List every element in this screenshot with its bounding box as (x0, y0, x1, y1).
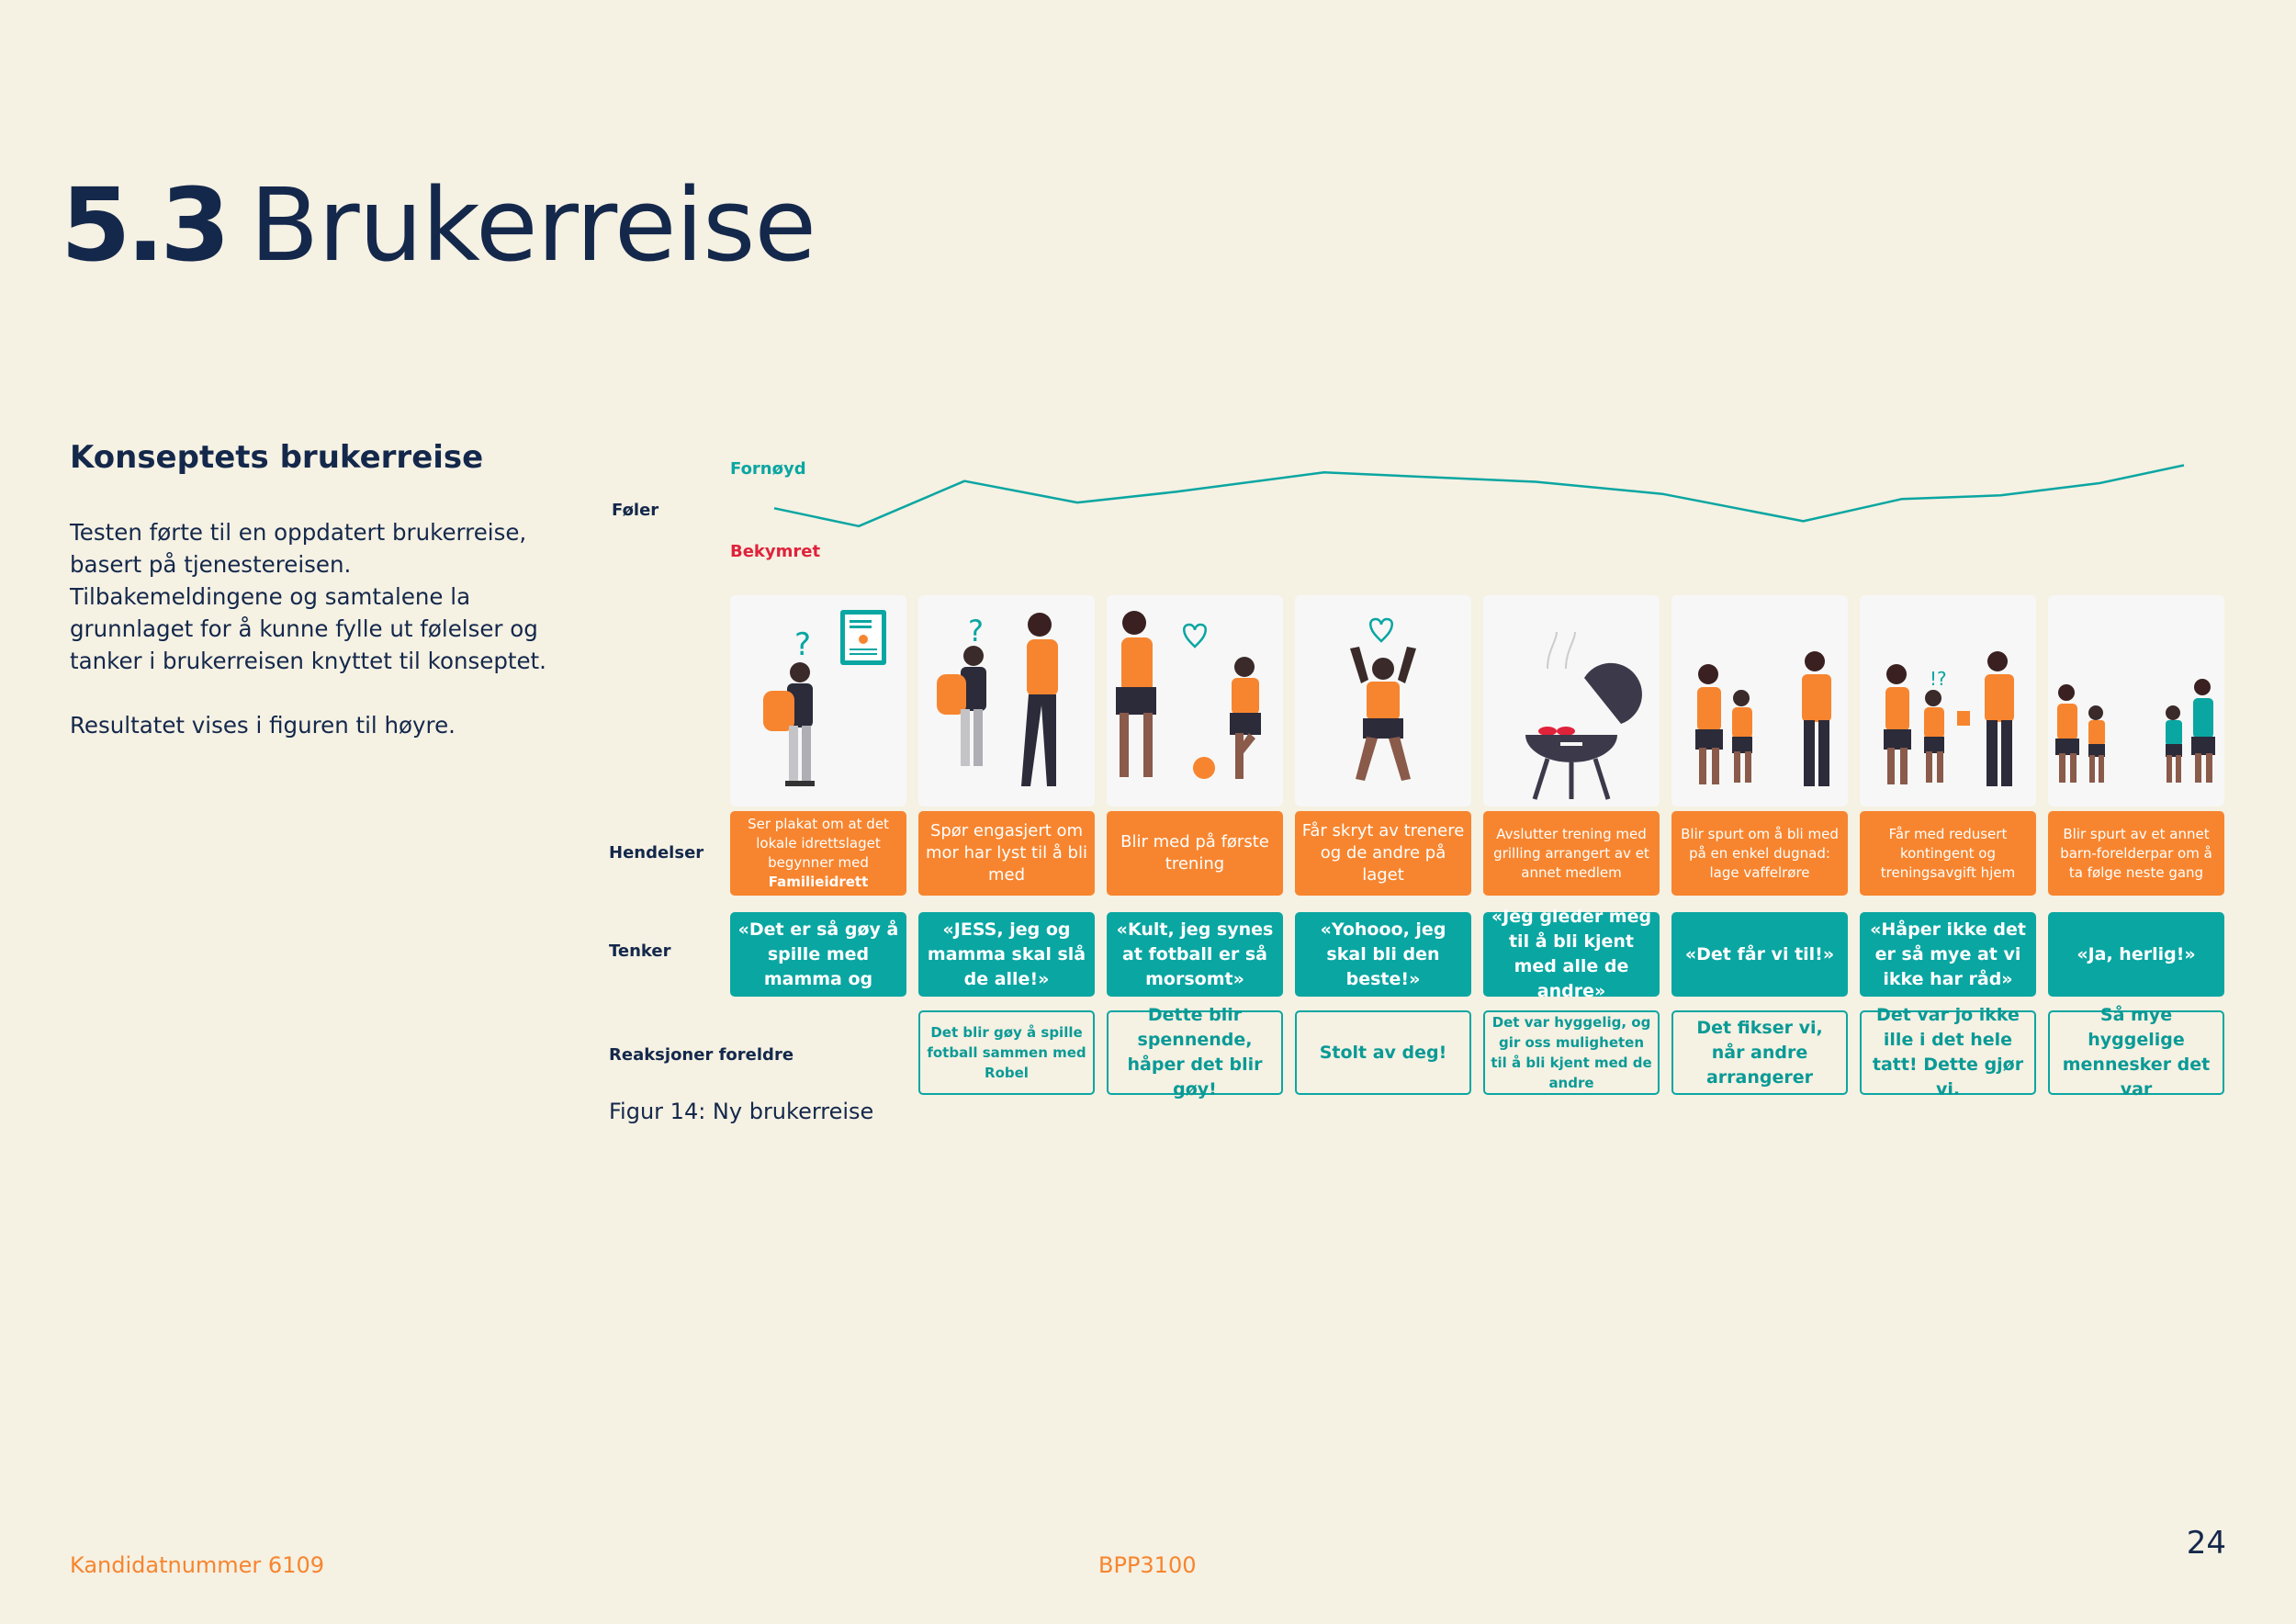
intro-paragraph-2: Resultatet vises i figuren til høyre. (70, 712, 456, 739)
question-mark-icon: ? (794, 626, 811, 663)
mother-icon (1021, 613, 1058, 786)
other-parent-icon (2191, 679, 2215, 783)
event-card-6: Blir spurt om å bli med på en enkel dugn… (1671, 811, 1848, 896)
mother-icon (1695, 664, 1723, 784)
svg-text:!?: !? (1930, 668, 1947, 690)
thought-card-7: «Håper ikke det er så mye at vi ikke har… (1860, 912, 2036, 997)
svg-text:?: ? (794, 626, 811, 663)
illustration-3 (1107, 595, 1283, 806)
thought-card-8: «Ja, herlig!» (2048, 912, 2224, 997)
poster-icon (840, 610, 886, 665)
illustration-6 (1671, 595, 1848, 806)
child-with-ball-icon (1193, 657, 1261, 779)
illustration-2: ? (918, 595, 1095, 806)
event-card-4: Får skryt av trenere og de andre på lage… (1295, 811, 1471, 896)
thought-card-4: «Yohooo, jeg skal bli den beste!» (1295, 912, 1471, 997)
thought-card-6: «Det får vi til!» (1671, 912, 1848, 997)
reaction-card-4: Stolt av deg! (1295, 1010, 1471, 1095)
illustration-7: !? (1860, 595, 2036, 806)
footer-candidate: Kandidatnummer 6109 (70, 1552, 325, 1578)
event-card-5: Avslutter trening med grilling arrangert… (1483, 811, 1660, 896)
thought-card-3: «Kult, jeg synes at fotball er så morsom… (1107, 912, 1283, 997)
page-number: 24 (2186, 1525, 2226, 1562)
event-card-3: Blir med på første trening (1107, 811, 1283, 896)
event-card-1: Ser plakat om at det lokale idrettslaget… (730, 811, 906, 896)
row-label-reactions: Reaksjoner foreldre (609, 1045, 794, 1065)
svg-text:?: ? (968, 614, 984, 648)
reaction-card-7: Det var jo ikke ille i det hele tatt! De… (1860, 1005, 2036, 1100)
row-label-thoughts: Tenker (609, 942, 671, 961)
coach-with-paper-icon (1957, 651, 2014, 786)
figure-caption: Figur 14: Ny brukerreise (609, 1099, 874, 1124)
footer-course: BPP3100 (1098, 1552, 1197, 1578)
child-with-backpack-icon (763, 662, 815, 786)
reaction-card-3: Dette blir spennende, håper det blir gøy… (1107, 1005, 1283, 1100)
heart-icon (1369, 617, 1393, 643)
row-label-events: Hendelser (609, 843, 704, 863)
intro-text: Testen førte til en oppdatert brukerreis… (70, 516, 547, 741)
row-label-feeling: Føler (612, 501, 659, 520)
child-celebrating-icon (1350, 647, 1416, 781)
feeling-level-high: Fornøyd (730, 459, 806, 479)
illustration-1: ? (730, 595, 906, 806)
grill-icon (1525, 631, 1642, 800)
heart-icon (1183, 623, 1207, 648)
thought-card-5: «Jeg gleder meg til å bli kjent med alle… (1483, 907, 1660, 1001)
subtitle: Konseptets brukerreise (70, 439, 484, 476)
emotion-line (773, 464, 2185, 528)
emotion-curve (773, 464, 2185, 528)
event-card-8: Blir spurt av et annet barn-forelderpar … (2048, 811, 2224, 896)
illustration-5 (1483, 595, 1660, 806)
illustration-4 (1295, 595, 1471, 806)
thought-card-2: «JESS, jeg og mamma skal slå de alle!» (918, 912, 1095, 997)
mother-icon (1884, 664, 1911, 784)
child-icon (1924, 690, 1944, 783)
mother-icon (2055, 684, 2079, 783)
child-icon (1732, 690, 1752, 783)
child-icon (2088, 705, 2105, 783)
event-card-2: Spør engasjert om mor har lyst til å bli… (918, 811, 1095, 896)
section-title: Brukerreise (249, 166, 816, 284)
mother-kicking-icon (1116, 611, 1156, 777)
child-with-backpack-icon (937, 646, 986, 766)
reaction-card-2: Det blir gøy å spille fotball sammen med… (918, 1010, 1095, 1095)
coach-icon (1802, 651, 1831, 786)
intro-paragraph-1: Testen førte til en oppdatert brukerreis… (70, 519, 546, 674)
reaction-card-6: Det fikser vi, når andre arrangerer (1671, 1010, 1848, 1095)
exclamation-question-icon: !? (1930, 668, 1947, 690)
thought-card-1: «Det er så gøy å spille med mamma og (730, 912, 906, 997)
reaction-card-5: Det var hyggelig, og gir oss muligheten … (1483, 1010, 1660, 1095)
event-card-7: Får med redusert kontingent og treningsa… (1860, 811, 2036, 896)
child-icon (2166, 705, 2182, 783)
illustration-8 (2048, 595, 2224, 806)
section-number: 5.3 (61, 166, 231, 284)
reaction-card-8: Så mye hyggelige mennesker det var (2048, 1005, 2224, 1100)
question-mark-icon: ? (968, 614, 984, 648)
feeling-level-low: Bekymret (730, 542, 821, 561)
